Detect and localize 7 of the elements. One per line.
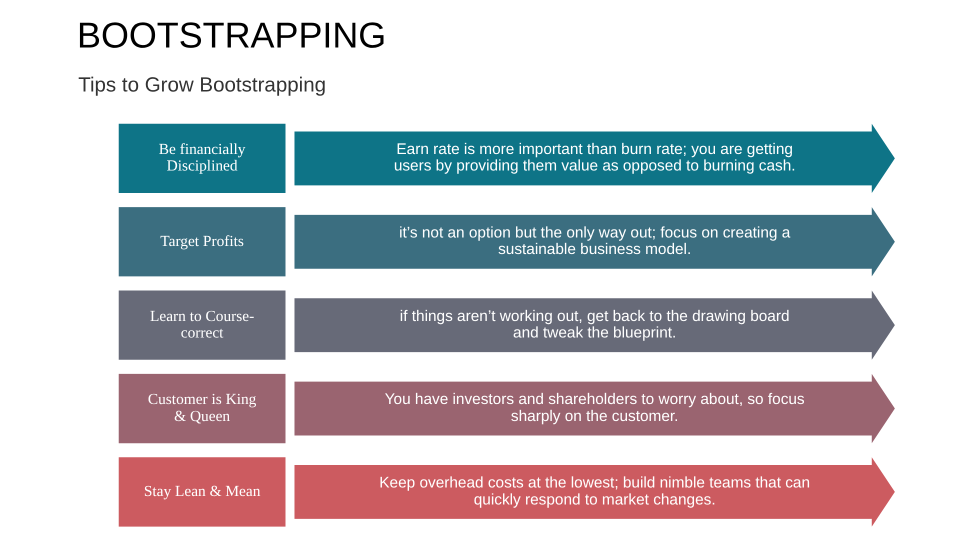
node-box: Customer is King & Queen: [118, 374, 285, 444]
diagram-title: BOOTSTRAPPING: [76, 14, 386, 56]
node-box: Learn to Course-correct: [118, 290, 285, 360]
label: Tips to Grow Bootstrapping: [78, 73, 326, 96]
node-box: Target Profits: [118, 207, 285, 276]
node-box: Stay Lean & Mean: [118, 457, 285, 527]
node-box: Be financially Disciplined: [118, 124, 285, 194]
